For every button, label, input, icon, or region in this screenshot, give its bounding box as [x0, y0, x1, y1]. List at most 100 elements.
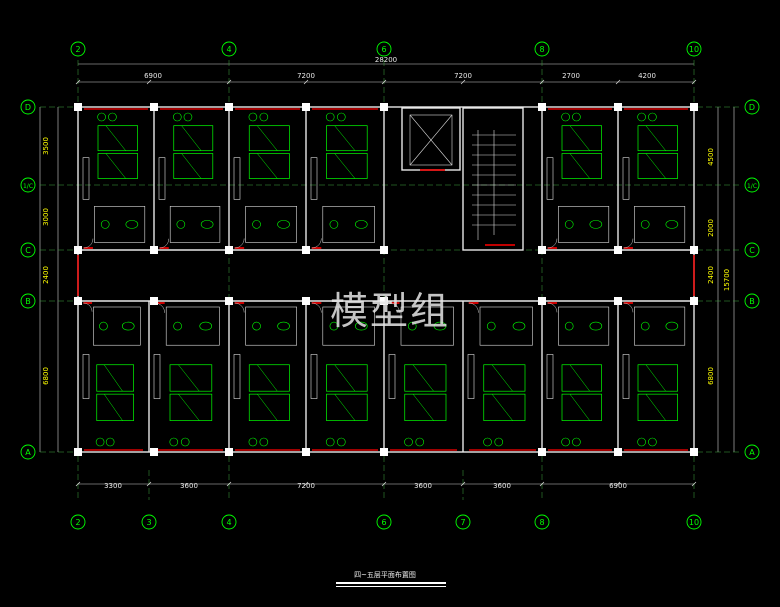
- dim-text-bottom: 6900: [609, 482, 627, 490]
- bed: [326, 393, 368, 421]
- bathroom: [479, 306, 533, 346]
- bed-cover: [569, 125, 590, 151]
- axis-bubble-right: [744, 444, 760, 460]
- toilet-icon: [176, 220, 186, 229]
- bed: [97, 125, 138, 152]
- bed: [248, 393, 290, 421]
- bed-cover: [645, 125, 666, 151]
- dim-text-right: 2400: [707, 266, 715, 284]
- bed: [561, 153, 602, 179]
- guest-room: [310, 302, 378, 451]
- column: [538, 103, 546, 111]
- bed: [169, 364, 213, 392]
- bathroom: [558, 206, 610, 243]
- axis-label-bottom: 10: [689, 518, 699, 527]
- toilet-icon: [329, 220, 339, 229]
- column: [538, 246, 546, 254]
- dim-tick: [615, 79, 621, 85]
- bed: [173, 153, 214, 179]
- column: [690, 103, 698, 111]
- dim-text-bottom: 3600: [493, 482, 511, 490]
- dim-text-left: 3000: [42, 208, 50, 226]
- axis-bubble-top: [534, 41, 550, 57]
- column: [380, 297, 388, 305]
- bed-cover: [103, 393, 123, 421]
- guest-room: [310, 108, 378, 249]
- door-swing: [311, 238, 322, 249]
- bed: [96, 364, 134, 392]
- chair-icon: [325, 112, 335, 122]
- dim-tick: [615, 481, 621, 487]
- bed: [326, 153, 368, 179]
- bed-cover: [491, 393, 513, 421]
- bed-cover: [569, 364, 590, 392]
- sink-icon: [125, 220, 139, 229]
- axis-label-right: C: [749, 246, 755, 255]
- axis-label-right: D: [749, 103, 755, 112]
- dim-text-right: 6800: [707, 367, 715, 385]
- axis-label-right: A: [749, 448, 755, 457]
- sink-icon: [512, 321, 526, 331]
- column: [225, 297, 233, 305]
- axis-bubble-left: [20, 99, 36, 115]
- wardrobe: [310, 157, 318, 200]
- total-dimension-right: 15700: [723, 269, 731, 291]
- chair-icon: [173, 112, 182, 122]
- structural-columns: [74, 103, 698, 456]
- wardrobe: [82, 157, 90, 200]
- bed-cover: [257, 153, 278, 179]
- chair-icon: [325, 437, 335, 447]
- wardrobe: [546, 354, 554, 399]
- column: [614, 448, 622, 456]
- door-swing: [389, 302, 400, 313]
- guest-room: [388, 302, 457, 451]
- column: [614, 246, 622, 254]
- chair-icon: [336, 437, 346, 447]
- dim-tick: [226, 481, 232, 487]
- sink-icon: [354, 220, 368, 229]
- bed: [173, 125, 214, 152]
- axis-bubble-bottom: [141, 514, 157, 530]
- door-swing: [234, 302, 245, 313]
- dim-text-top: 7200: [454, 72, 472, 80]
- guest-room: [233, 108, 300, 249]
- bathroom: [165, 306, 220, 346]
- stair-core: [409, 114, 516, 246]
- column: [690, 448, 698, 456]
- axis-bubble-bottom: [376, 514, 392, 530]
- dim-text-top: 2700: [562, 72, 580, 80]
- bathroom: [634, 306, 686, 346]
- bed: [637, 153, 678, 179]
- door-swing: [623, 238, 634, 249]
- bed-cover: [491, 364, 513, 392]
- bed-cover: [645, 153, 666, 179]
- bathroom: [322, 206, 375, 243]
- toilet-icon: [486, 321, 496, 331]
- chair-icon: [483, 437, 492, 447]
- axis-label-bottom: 6: [381, 518, 386, 527]
- dim-text-top: 7200: [297, 72, 315, 80]
- bed: [637, 364, 678, 392]
- guest-room: [622, 108, 688, 249]
- axis-bubble-left: [20, 444, 36, 460]
- chair-icon: [336, 112, 346, 122]
- dim-text-bottom: 3300: [104, 482, 122, 490]
- dim-tick: [75, 79, 81, 85]
- axis-label-left: B: [25, 297, 31, 306]
- bed: [326, 364, 368, 392]
- chair-icon: [637, 112, 646, 122]
- dim-text-bottom: 3600: [414, 482, 432, 490]
- bed-cover: [334, 364, 356, 392]
- wardrobe: [622, 157, 630, 200]
- chair-icon: [259, 112, 269, 122]
- dim-tick: [691, 481, 697, 487]
- column: [302, 297, 310, 305]
- bed: [169, 393, 213, 421]
- chair-icon: [97, 112, 106, 122]
- column: [150, 246, 158, 254]
- dim-tick: [303, 481, 309, 487]
- bathroom: [558, 306, 610, 346]
- bed: [483, 364, 526, 392]
- column: [150, 103, 158, 111]
- guest-room: [82, 302, 143, 451]
